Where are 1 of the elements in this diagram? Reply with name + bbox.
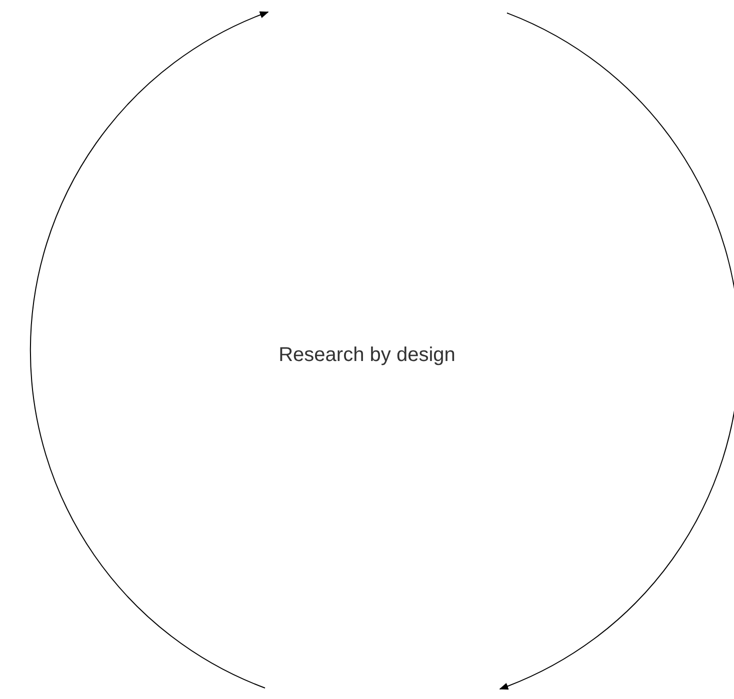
center-label: Research by design <box>278 343 456 368</box>
